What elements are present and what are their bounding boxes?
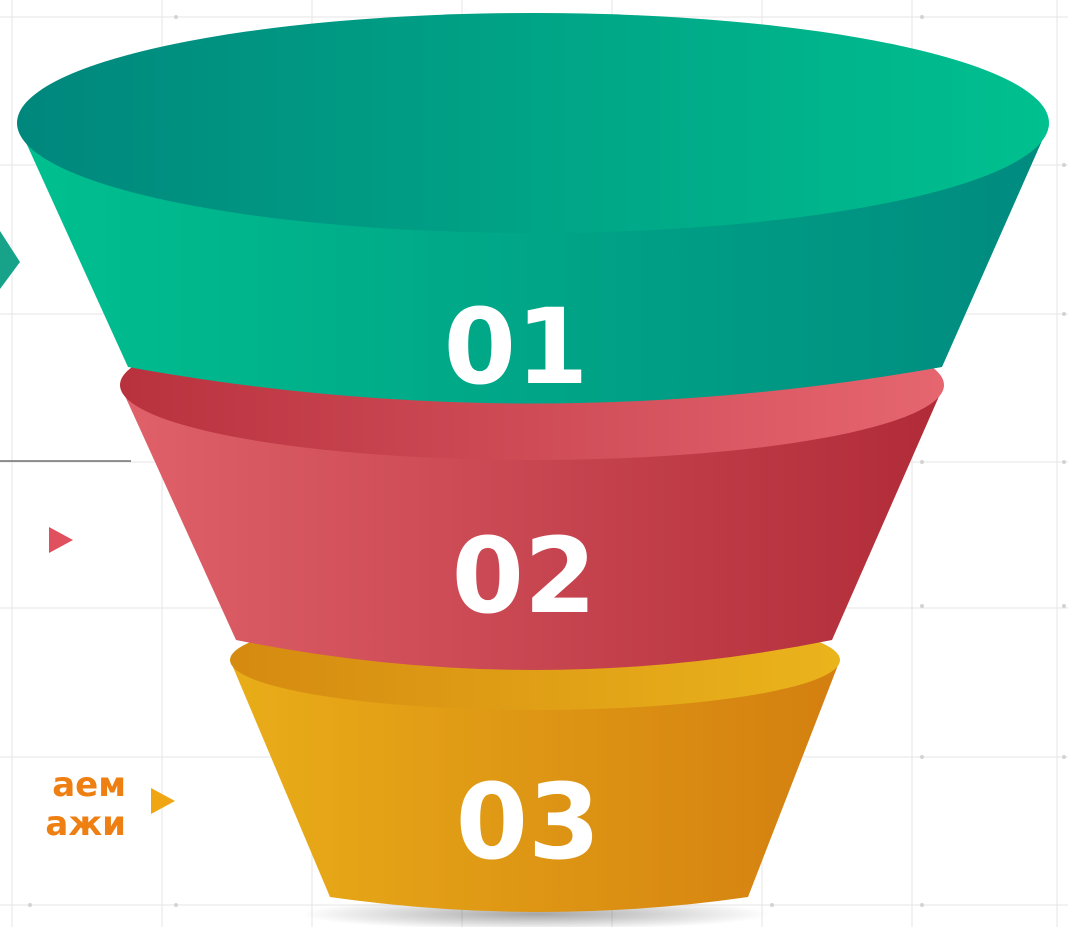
stage-2-number: 02 xyxy=(452,515,597,637)
stage-3-text-line-2: ажи xyxy=(45,804,126,844)
stage-3-number: 03 xyxy=(456,761,601,883)
stage2-arrow-icon xyxy=(49,527,73,553)
funnel-stage-1: 01 xyxy=(17,13,1049,408)
stage1-arrow-icon xyxy=(0,231,20,289)
stage-3-text-line-1: аем xyxy=(52,765,126,805)
stage3-arrow-icon xyxy=(151,788,175,814)
stage-1-number: 01 xyxy=(444,286,589,408)
